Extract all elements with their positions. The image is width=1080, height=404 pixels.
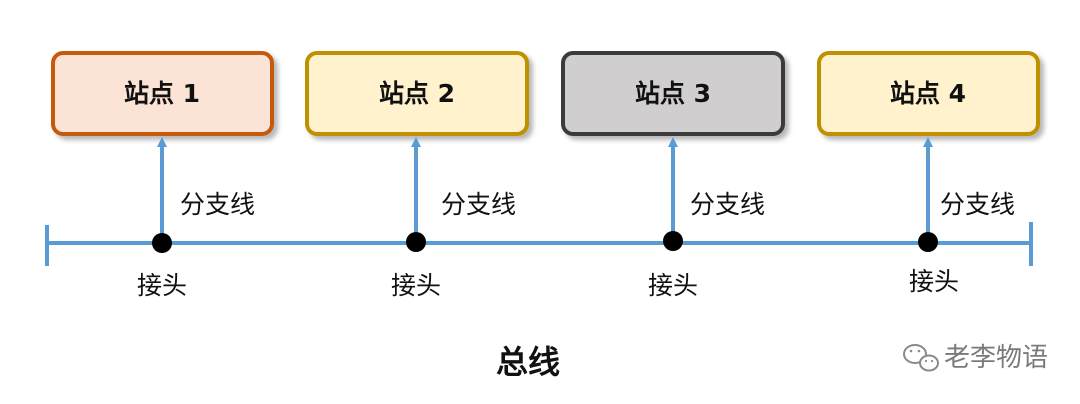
watermark-text: 老李物语 (944, 343, 1048, 373)
station-1: 站点 1 (51, 51, 274, 136)
station-label: 站点 4 (890, 79, 966, 108)
joint-label: 接头 (391, 271, 441, 300)
branch-label: 分支线 (940, 190, 1015, 219)
bus-title: 总线 (496, 343, 560, 381)
joint-node (663, 231, 683, 251)
station-label: 站点 2 (379, 79, 455, 108)
joint-label: 接头 (648, 271, 698, 300)
station-label: 站点 3 (635, 79, 711, 108)
wechat-icon (903, 344, 939, 372)
station-box (561, 51, 785, 136)
joint-label: 接头 (137, 271, 187, 300)
station-box (51, 51, 274, 136)
station-label: 站点 1 (124, 79, 200, 108)
bus-line (45, 222, 1033, 266)
station-box (305, 51, 529, 136)
station-box (817, 51, 1040, 136)
joint-label: 接头 (909, 267, 959, 296)
station-2: 站点 2 (305, 51, 529, 136)
joint-node (152, 233, 172, 253)
station-4: 站点 4 (817, 51, 1040, 136)
watermark: 老李物语 (903, 343, 1048, 373)
station-3: 站点 3 (561, 51, 785, 136)
joint-node (918, 232, 938, 252)
branch-label: 分支线 (690, 190, 765, 219)
joint-node (406, 232, 426, 252)
branch-label: 分支线 (180, 190, 255, 219)
branch-label: 分支线 (441, 190, 516, 219)
